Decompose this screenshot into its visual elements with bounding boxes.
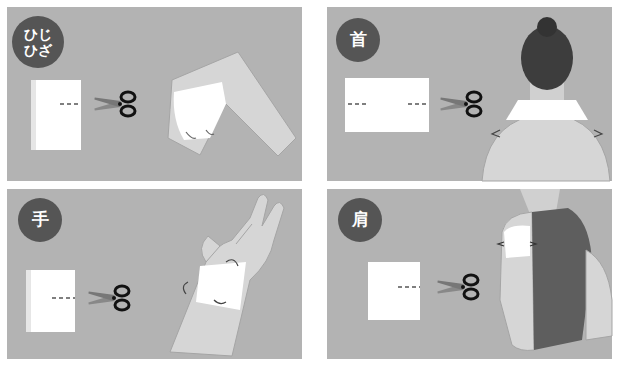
cut-line [52, 297, 75, 299]
part-label: ひじ ひざ [21, 26, 55, 58]
upper-arm [500, 212, 534, 350]
paper-sheet [31, 80, 81, 150]
label-circle: 手 [18, 198, 62, 242]
stretch-arrow [186, 130, 214, 138]
tank-top [532, 208, 592, 350]
elbow-patch [174, 82, 226, 140]
stretch-arrow [183, 260, 238, 304]
back-arm [586, 250, 612, 340]
paper-front [31, 270, 75, 332]
label-circle: 首 [336, 18, 380, 62]
part-label: 首 [350, 30, 367, 50]
paper-front [36, 80, 81, 150]
shoulder-patch [504, 226, 530, 258]
finger-line [236, 224, 252, 244]
hair-bun [537, 17, 557, 37]
scissors-icon [437, 275, 478, 299]
paper-sheet [26, 270, 75, 332]
panel [7, 189, 302, 359]
cut-line [60, 103, 81, 105]
paper-back [31, 80, 81, 150]
cut-line [408, 103, 429, 105]
label-circle: ひじ ひざ [12, 16, 64, 68]
stretch-arrow [492, 130, 602, 137]
paper-front [368, 262, 420, 320]
part-label: 手 [32, 210, 49, 230]
cut-line [398, 286, 420, 288]
panel [327, 7, 612, 181]
scissors-icon [440, 92, 481, 116]
neck-patch [506, 100, 588, 120]
paper-front [345, 78, 429, 132]
scissors-icon [94, 92, 135, 116]
paper-sheet [368, 262, 420, 320]
panel [327, 189, 612, 359]
thumb [201, 236, 220, 262]
shoulders [482, 116, 610, 181]
part-label: 肩 [352, 210, 369, 230]
hand-wrist [170, 194, 284, 356]
cut-line [348, 103, 368, 105]
hand-patch [196, 262, 246, 310]
label-circle: 肩 [338, 198, 382, 242]
paper-sheet [345, 78, 429, 132]
arm-elbow [168, 52, 296, 156]
panel [7, 7, 302, 181]
scissors-icon [88, 286, 129, 310]
stretch-arrow [498, 242, 536, 246]
